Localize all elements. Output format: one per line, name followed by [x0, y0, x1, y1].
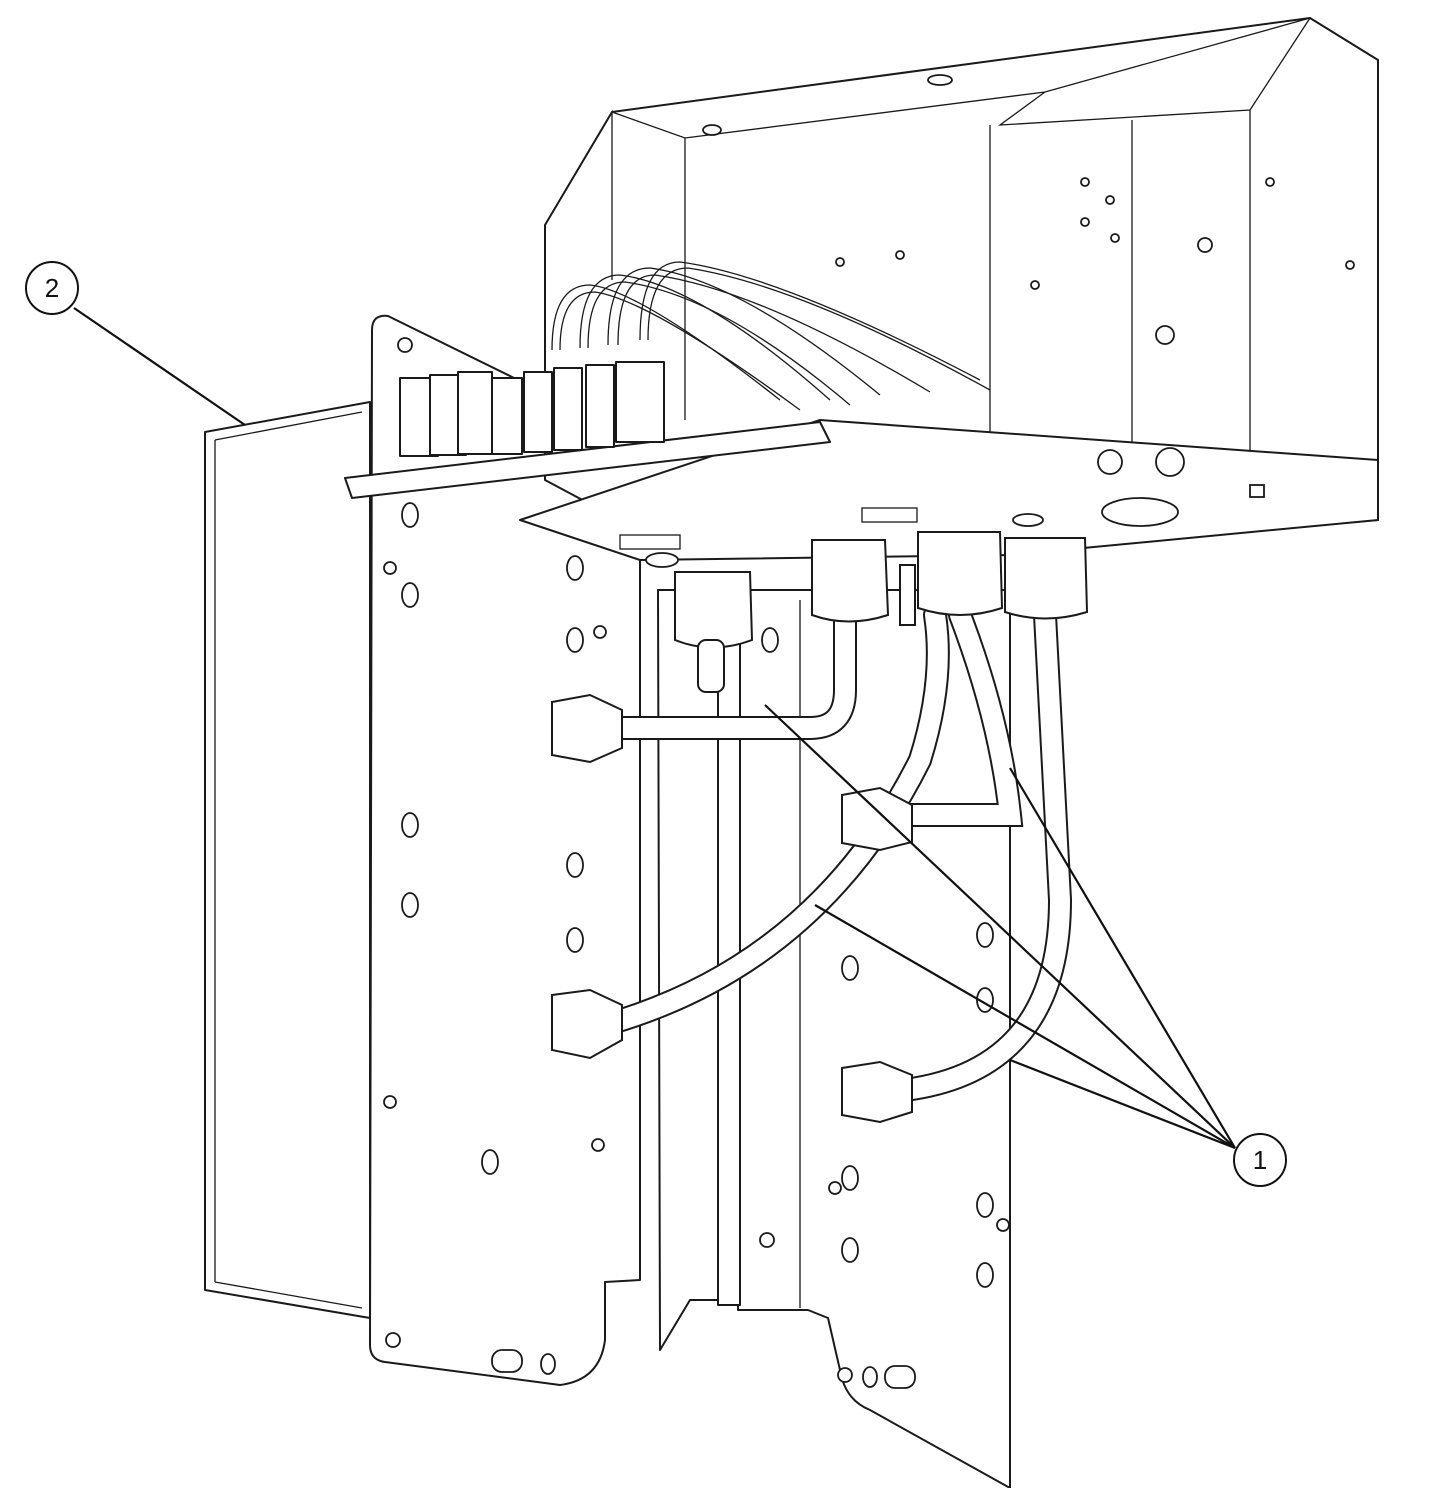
leader-lines: [73, 307, 1236, 1150]
callout-1-balloon: 1: [1233, 1133, 1287, 1187]
upper-electrical-box: [519, 17, 1379, 568]
callout-2-label: 2: [45, 273, 59, 303]
leader-2: [73, 307, 246, 426]
side-glands: [551, 693, 913, 1124]
rear-enclosure: [204, 401, 371, 1319]
floor-glands: [674, 531, 1089, 693]
left-mounting-plate: [369, 314, 641, 1386]
leader-1c: [1009, 767, 1236, 1149]
leader-1b: [814, 904, 1236, 1149]
terminal-block-group: [399, 361, 665, 457]
wire-bundle: [551, 261, 991, 411]
callout-1-label: 1: [1253, 1145, 1267, 1175]
din-rail-terminals: [344, 361, 831, 499]
callout-2-balloon: 2: [25, 261, 79, 315]
leader-1a: [764, 704, 1236, 1149]
leader-1d: [1009, 1058, 1236, 1150]
